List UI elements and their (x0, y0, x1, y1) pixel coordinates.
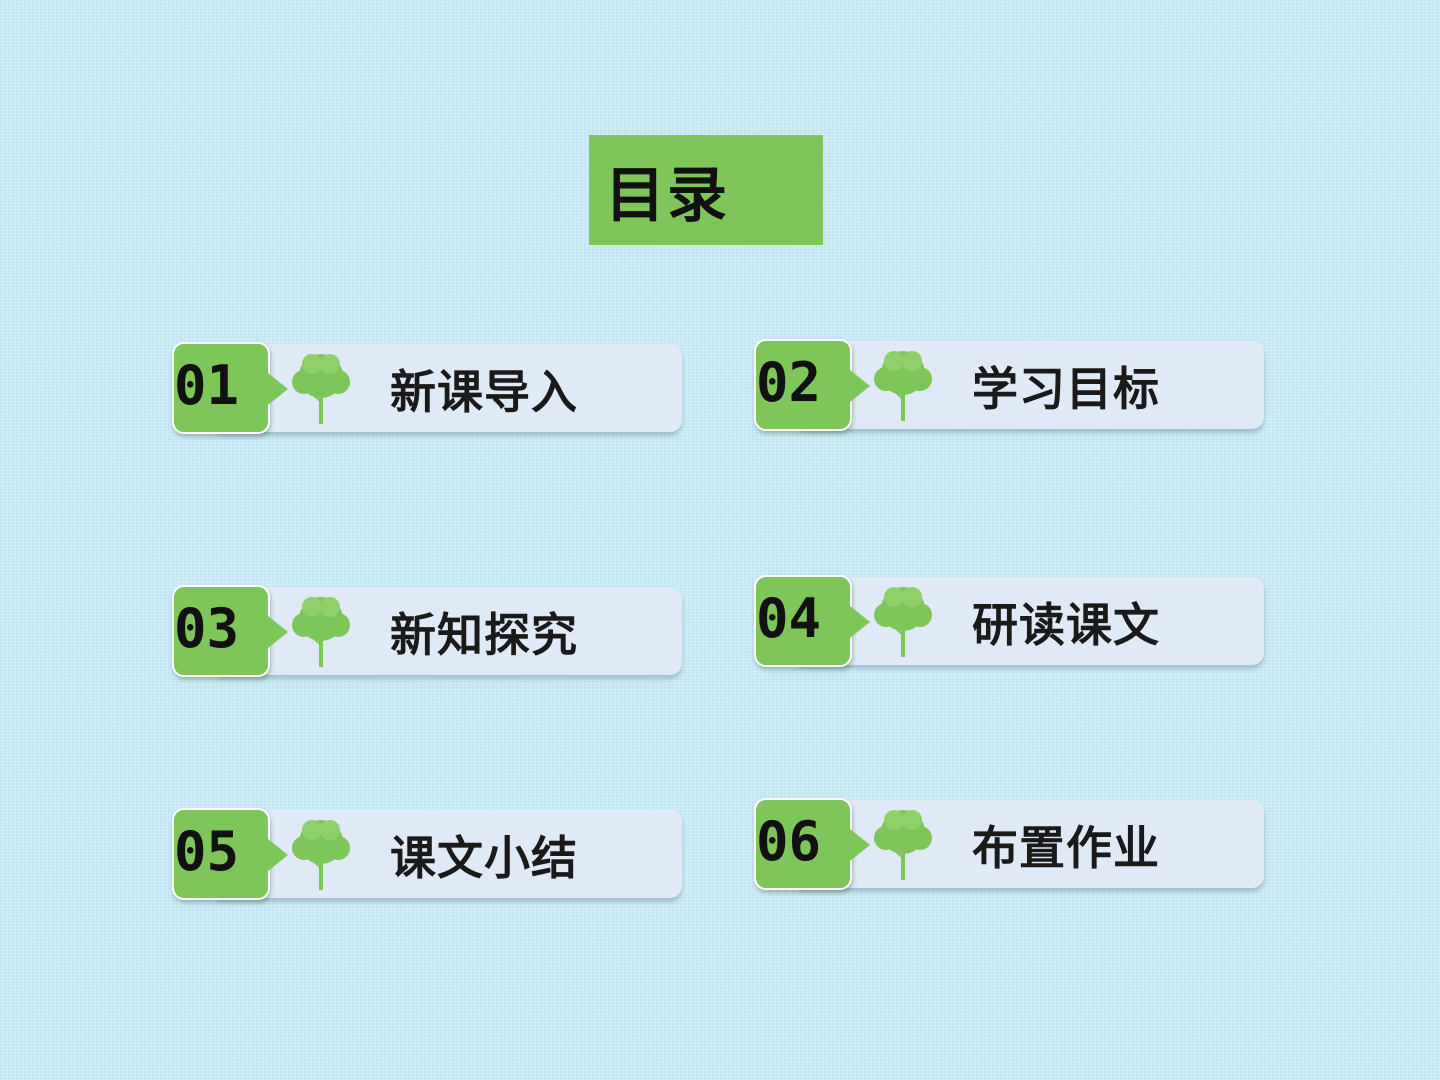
item-label: 布置作业 (972, 821, 1160, 875)
toc-item-2[interactable]: 02 学习目标 (754, 339, 1266, 433)
badge-arrow (850, 829, 870, 861)
page-title: 目录 (605, 160, 729, 231)
number-badge (754, 339, 852, 431)
tree-icon (292, 820, 350, 890)
item-label: 课文小结 (390, 831, 578, 885)
item-label: 学习目标 (972, 362, 1160, 416)
item-number: 01 (174, 354, 240, 417)
toc-item-6[interactable]: 06 布置作业 (754, 798, 1266, 892)
tree-icon (874, 351, 932, 421)
toc-item-bar (212, 587, 682, 675)
number-badge (172, 342, 270, 434)
toc-item-3[interactable]: 03 新知探究 (172, 585, 684, 679)
badge-arrow (850, 370, 870, 402)
badge-arrow (268, 839, 288, 871)
title-box: 目录 (589, 135, 823, 245)
number-badge (172, 585, 270, 677)
item-number: 06 (756, 810, 822, 873)
item-number: 05 (174, 820, 240, 883)
toc-item-4[interactable]: 04 研读课文 (754, 575, 1266, 669)
toc-item-bar (212, 344, 682, 432)
number-badge (172, 808, 270, 900)
tree-icon (874, 587, 932, 657)
toc-item-bar (794, 800, 1264, 888)
tree-icon (292, 597, 350, 667)
toc-item-5[interactable]: 05 课文小结 (172, 808, 684, 902)
item-label: 研读课文 (972, 598, 1160, 652)
toc-item-bar (794, 341, 1264, 429)
item-label: 新知探究 (390, 608, 578, 662)
item-label: 新课导入 (390, 365, 578, 419)
badge-arrow (268, 616, 288, 648)
badge-arrow (850, 606, 870, 638)
toc-item-1[interactable]: 01 新课导入 (172, 342, 684, 436)
number-badge (754, 798, 852, 890)
toc-item-bar (212, 810, 682, 898)
toc-item-bar (794, 577, 1264, 665)
item-number: 04 (756, 587, 822, 650)
badge-arrow (268, 373, 288, 405)
item-number: 02 (756, 351, 822, 414)
tree-icon (292, 354, 350, 424)
tree-icon (874, 810, 932, 880)
item-number: 03 (174, 597, 240, 660)
